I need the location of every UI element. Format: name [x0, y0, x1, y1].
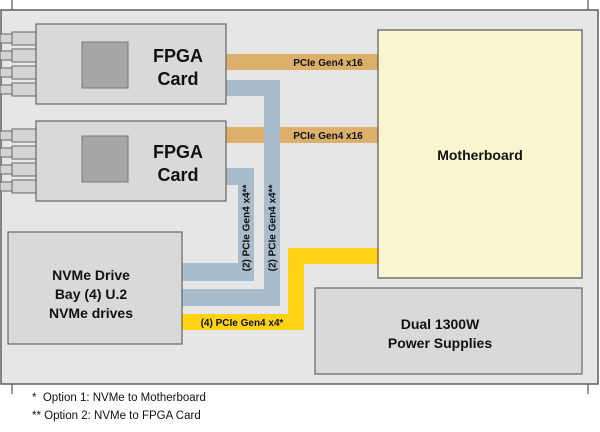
nvme-to-fpga-inner-label: (2) PCIe Gen4 x4**	[242, 185, 253, 272]
fpga-bottom-label-line2: Card	[157, 165, 198, 185]
nvme-to-motherboard-label: (4) PCIe Gen4 x4*	[201, 318, 284, 329]
motherboard	[377, 29, 583, 279]
fpga-card-bottom	[0, 120, 227, 202]
fpga-chip-icon	[81, 135, 129, 183]
power-supplies	[314, 287, 583, 375]
fpga-chip-icon	[81, 41, 129, 89]
pcie-link-bottom-label: PCIe Gen4 x16	[293, 131, 363, 142]
nvme-to-motherboard-link	[182, 248, 378, 330]
fpga-top-label-line1: FPGA	[153, 46, 203, 66]
power-label-line1: Dual 1300W	[401, 316, 480, 332]
nvme-to-fpga-link-outer	[182, 80, 280, 306]
motherboard-label: Motherboard	[437, 147, 523, 163]
footnote-option-2: ** Option 2: NVMe to FPGA Card	[32, 410, 201, 422]
nvme-label-line3: NVMe drives	[49, 305, 133, 321]
fpga-bottom-label-line1: FPGA	[153, 142, 203, 162]
fpga-top-label-line2: Card	[157, 69, 198, 89]
fpga-card-top	[0, 23, 227, 105]
nvme-to-fpga-outer-label: (2) PCIe Gen4 x4**	[268, 185, 279, 272]
pcie-link-top	[226, 54, 378, 70]
footnote-option-1: * Option 1: NVMe to Motherboard	[32, 392, 206, 404]
pcie-link-top-label: PCIe Gen4 x16	[293, 58, 363, 69]
nvme-label-line2: Bay (4) U.2	[55, 286, 128, 302]
nvme-drive-bay	[7, 231, 183, 345]
chassis-edge-marks	[11, 0, 589, 394]
power-label-line2: Power Supplies	[388, 335, 492, 351]
nvme-to-fpga-link-inner	[182, 168, 254, 281]
nvme-label-line1: NVMe Drive	[52, 267, 130, 283]
